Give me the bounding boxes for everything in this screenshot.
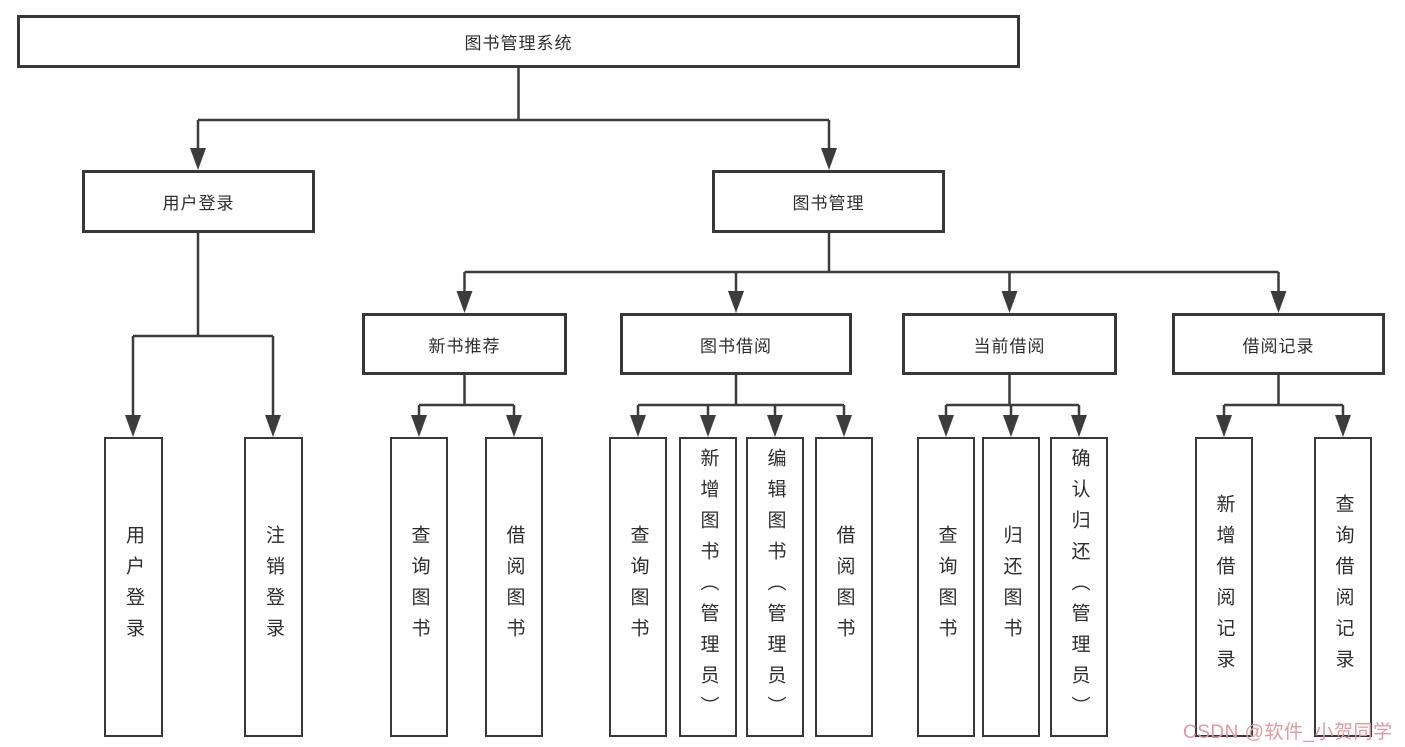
leaf-add-book-admin: 新增图书（管理员） — [679, 437, 737, 737]
leaf-logout: 注销登录 — [244, 437, 303, 737]
leaf-confirm-return-admin: 确认归还（管理员） — [1050, 437, 1108, 737]
leaf-query-book-borrow: 查询图书 — [609, 437, 667, 737]
leaf-add-borrow-record: 新增借阅记录 — [1195, 437, 1253, 737]
node-label: 查询图书 — [627, 525, 649, 649]
csdn-watermark: CSDN @软件_小贺同学 — [1183, 722, 1393, 743]
leaf-borrow-book: 借阅图书 — [815, 437, 873, 737]
leaf-edit-book-admin: 编辑图书（管理员） — [746, 437, 804, 737]
node-label: 借阅图书 — [503, 525, 525, 649]
node-label: 图书管理 — [792, 194, 865, 213]
leaf-query-borrow-record: 查询借阅记录 — [1314, 437, 1372, 737]
node-label: 图书借阅 — [700, 336, 772, 356]
node-label: 新增图书（管理员） — [697, 447, 719, 727]
node-user-login: 用户登录 — [82, 170, 315, 233]
node-borrow-records: 借阅记录 — [1172, 313, 1385, 375]
node-new-book-recommend: 新书推荐 — [362, 313, 567, 375]
leaf-borrow-book-recommend: 借阅图书 — [485, 437, 543, 737]
node-label: 当前借阅 — [973, 336, 1046, 356]
node-label: 查询借阅记录 — [1332, 494, 1354, 680]
node-label: 图书管理系统 — [464, 34, 573, 53]
node-label: 借阅记录 — [1242, 336, 1315, 356]
node-label: 新书推荐 — [428, 336, 501, 356]
node-label: 查询图书 — [935, 525, 957, 649]
node-label: 用户登录 — [123, 525, 144, 649]
node-label: 新增借阅记录 — [1213, 494, 1235, 680]
leaf-query-book-recommend: 查询图书 — [390, 437, 448, 737]
node-label: 借阅图书 — [833, 525, 855, 649]
node-label: 确认归还（管理员） — [1068, 447, 1090, 727]
node-current-borrow: 当前借阅 — [902, 313, 1117, 375]
node-label: 用户登录 — [162, 194, 235, 213]
node-label: 归还图书 — [1000, 525, 1022, 649]
leaf-user-login: 用户登录 — [104, 437, 163, 737]
node-book-borrow: 图书借阅 — [620, 313, 852, 375]
node-label: 查询图书 — [408, 525, 430, 649]
node-label: 注销登录 — [263, 525, 284, 649]
node-root-library-system: 图书管理系统 — [17, 15, 1020, 68]
node-label: 编辑图书（管理员） — [764, 447, 786, 727]
leaf-query-book-current: 查询图书 — [917, 437, 975, 737]
node-book-management: 图书管理 — [712, 170, 945, 233]
leaf-return-book: 归还图书 — [982, 437, 1040, 737]
